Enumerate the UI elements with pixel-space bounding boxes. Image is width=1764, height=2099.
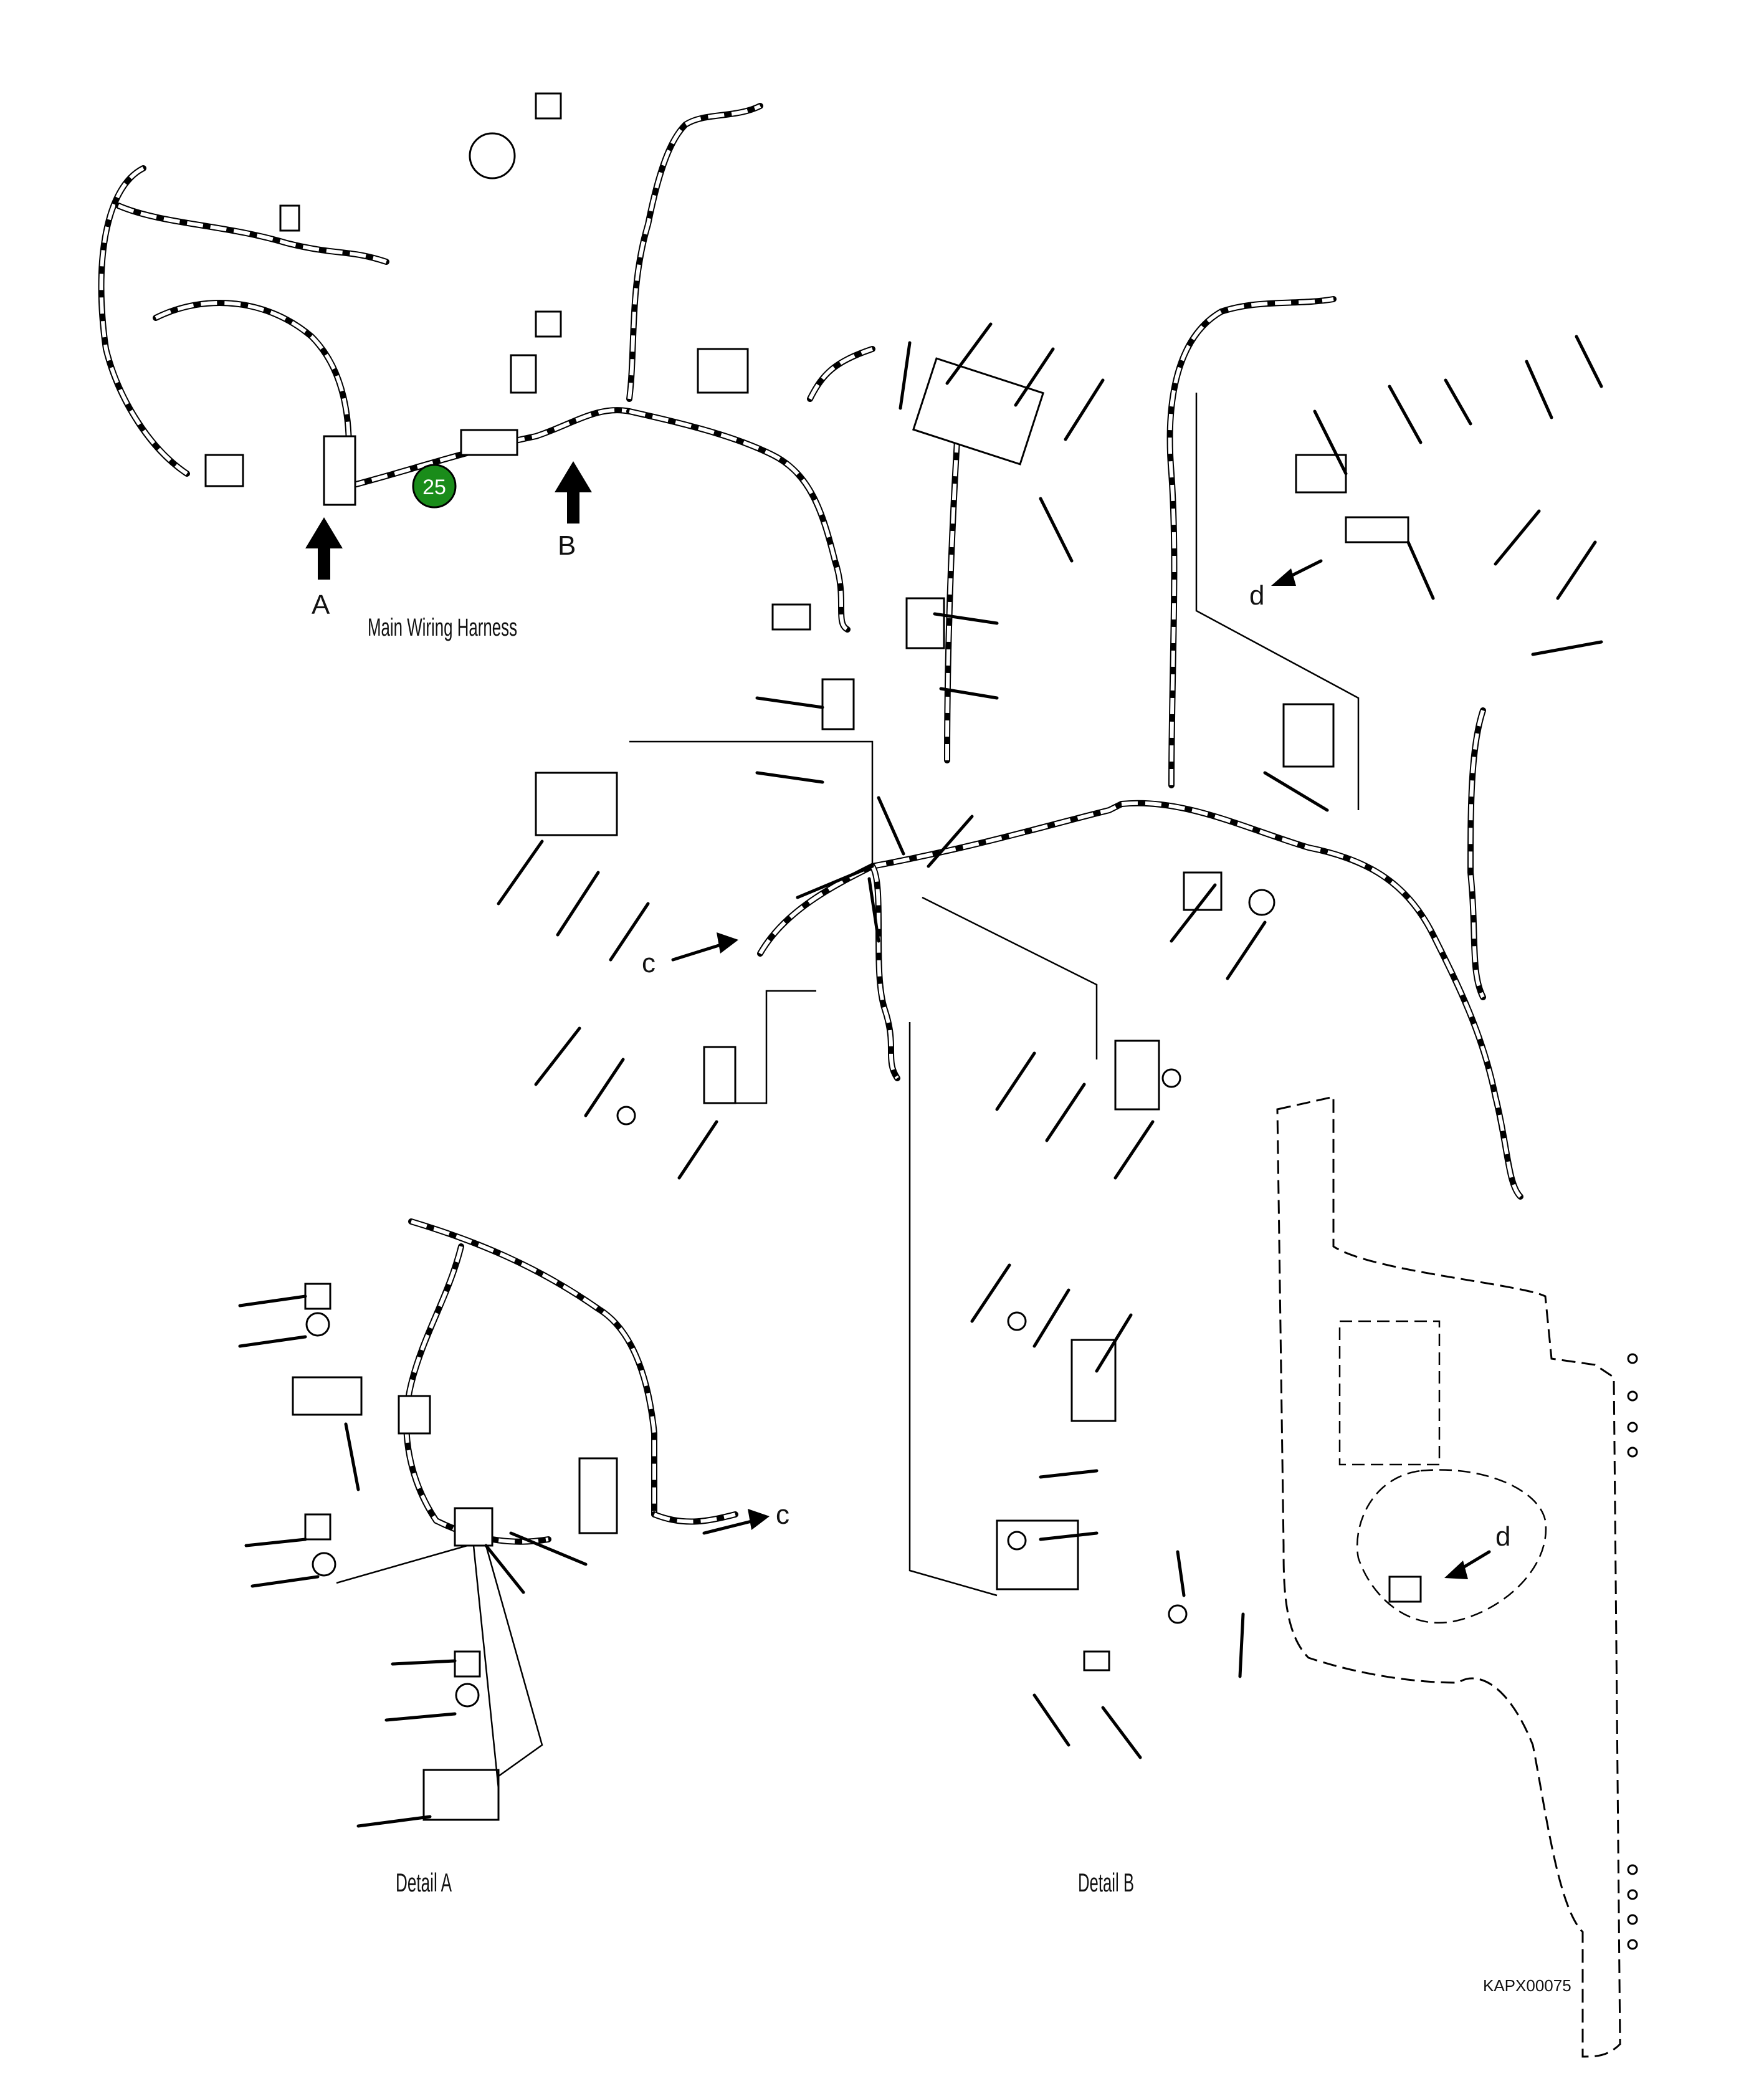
ref-c-label-center: c xyxy=(642,948,656,978)
figure-code: KAPX00075 xyxy=(1483,1976,1571,1995)
detail-a-title: Detail A xyxy=(396,1868,452,1897)
view-arrow-a xyxy=(305,517,343,580)
detail-a-illustration xyxy=(292,1218,738,1821)
ref-d-label-lower: d xyxy=(1495,1521,1510,1552)
view-b-label: B xyxy=(558,530,576,561)
ref-arrow-c-detail xyxy=(702,1509,770,1535)
detail-b-title: Detail B xyxy=(1078,1868,1134,1897)
ref-c-label-detail: c xyxy=(776,1499,789,1530)
main-harness-title: Main Wiring Harness xyxy=(368,614,517,641)
view-arrow-b xyxy=(555,461,592,524)
callout-badge[interactable]: 25 xyxy=(412,464,457,509)
ref-arrow-c-center xyxy=(671,932,738,962)
ref-d-label-upper: d xyxy=(1249,580,1264,611)
main-wiring-harness-illustration xyxy=(98,92,875,633)
center-harness-illustration xyxy=(535,296,1523,1671)
callout-number: 25 xyxy=(422,476,446,499)
ref-arrow-d-lower xyxy=(1444,1550,1491,1579)
ref-arrow-d-upper xyxy=(1271,559,1323,586)
view-a-label: A xyxy=(312,590,330,620)
leader-lines xyxy=(238,322,1603,1828)
